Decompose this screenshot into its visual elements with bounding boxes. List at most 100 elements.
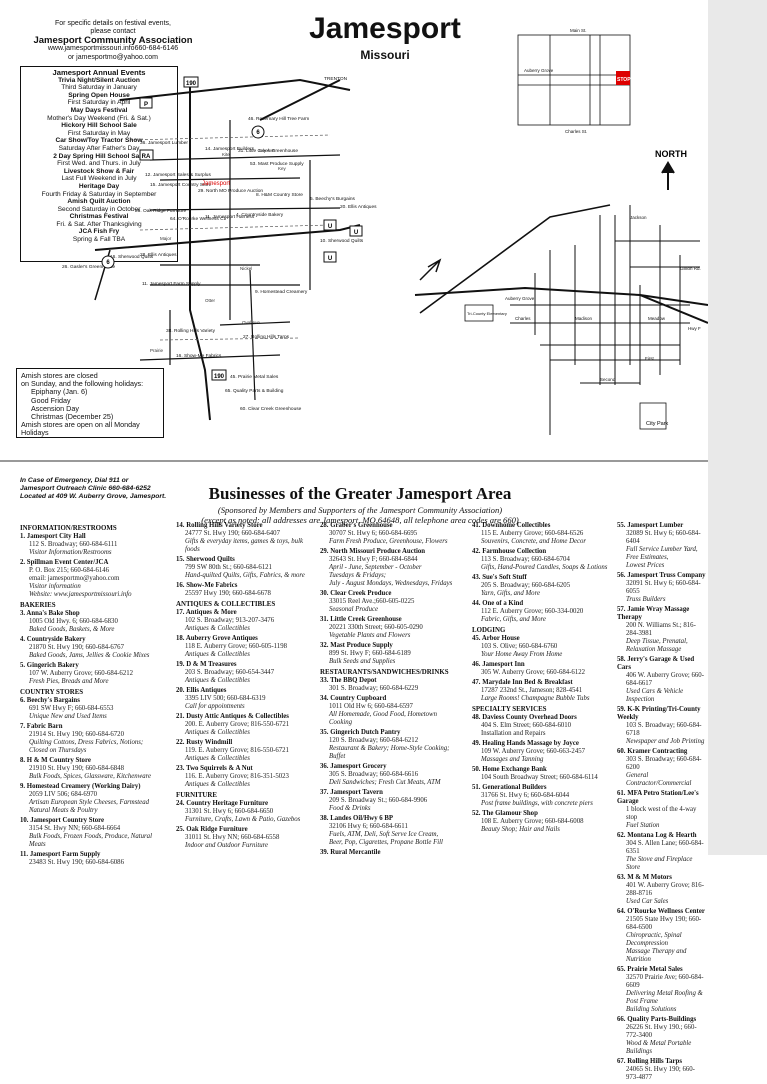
business-name: 17. Antiques & More [176,609,237,616]
place-label: Kite [222,152,230,157]
business-address: 304 S. Allen Lane; 660-684-6351 [626,840,704,855]
business-description: Fresh Pies, Breads and More [29,678,109,685]
map-business-label: 15. Jamesport Country Store [150,182,212,188]
business-address: 109 W. Auberry Grove; 660-663-2457 [481,748,586,755]
map-subtitle: Missouri [360,48,410,62]
business-description: Your Home Away From Home [481,651,563,658]
event-line: Third Saturday in January [61,84,137,92]
business-name: 66. Quality Parts-Buildings [617,1016,697,1023]
business-description: General Contractor/Commercial [626,772,692,787]
street-label: Auberry Grove [524,68,554,73]
business-address: 118 E. Auberry Grove; 660-605-1198 [185,643,287,650]
business-address: 404 S. Elm Street; 660-684-6010 [481,722,572,729]
business-description: Artisan European Style Cheeses, Farmstea… [29,799,149,806]
business-address: 406 W. Auberry Grove; 660-684-6617 [626,672,704,687]
amish-note-line: Holidays [21,428,49,438]
business-description: Used Car Sales [626,898,669,905]
business-description: Website: www.jamesportmissouri.info [29,591,132,598]
stop-sign-label: STOP [617,77,631,83]
business-address: 112 E. Auberry Grove; 660-334-0020 [481,608,584,615]
street-label: Second [600,377,616,382]
business-description: Post frame buildings, with concrete pier… [481,800,593,807]
business-name: 2. Spillman Event Center/JCA [20,559,109,566]
business-description: Delivering Metal Roofing & Post Frame [626,990,703,1005]
business-description: Antiques & Collectibles [185,781,250,788]
business-address: 24777 St. Hwy 190; 660-684-6407 [185,530,280,537]
business-description: Antiques & Collectibles [185,625,250,632]
business-address: 119. E. Auberry Grove; 816-550-6721 [185,747,289,754]
event-line: First Wed. and Thurs. in July [57,160,141,168]
jamesport-town-label: Jamesport [202,181,230,187]
businesses-subtitle: (Sponsored by Members and Supporters of … [150,505,570,525]
business-description: Furniture, Crafts, Lawn & Patio, Gazebos [185,816,301,823]
highway-190-shield: 190 [214,374,225,380]
event-line: Mother's Day Weekend (Fri. & Sat.) [47,114,151,122]
business-name: 55. Jamesport Lumber [617,522,684,529]
business-name: 25. Oak Ridge Furniture [176,826,248,833]
place-label: Key [278,166,287,171]
business-name: 43. Sue's Soft Stuff [472,574,527,581]
event-line: JCA Fish Fry [78,228,120,236]
map-business-label: 46. Rosemary Hill Tree Farm [248,116,309,122]
business-name: 1. Jamesport City Hall [20,533,86,540]
business-description: Deep Tissue, Prenatal, Relaxation Massag… [626,638,688,653]
business-name: 8. H & M Country Store [20,757,91,764]
business-address: 32106 Hwy 6; 660-684-6611 [329,823,408,830]
event-line: Hickory Hill School Sale [61,122,137,130]
business-address: 401 W. Auberry Grove; 816-288-8716 [626,882,704,897]
business-description: Antiques & Collectibles [185,729,250,736]
route-u-shield: U [328,256,332,262]
business-name: 20. Ellis Antiques [176,687,227,694]
business-name: 62. Montana Log & Hearth [617,832,697,839]
business-address: 17287 232nd St., Jameson; 828-4541 [481,687,583,694]
old-highway-6 [419,204,611,314]
business-description: Antiques & Collectibles [185,677,250,684]
business-address: 691 SW Hwy F; 660-684-6553 [29,705,114,712]
trenton-label: TRENTON [324,76,348,82]
business-name: 45. Arbor House [472,635,520,642]
stop-sign-marker [616,71,630,85]
business-address: 303 S. Broadway; 660-684-6200 [626,756,702,771]
business-name: 44. One of a Kind [472,600,524,607]
business-name: 37. Jamesport Tavern [320,789,383,796]
business-name: 21. Dusty Attic Antiques & Collectibles [176,713,289,720]
map-business-label: 36. Jamesport Lumber [140,140,188,146]
business-name: 51. Generational Builders [472,784,547,791]
business-description: Indoor and Outdoor Furniture [185,842,269,849]
business-address: 103 S. Olive; 660-684-6760 [481,643,558,650]
amish-note-line: on Sunday, and the following holidays: [21,379,144,389]
street-label: Charles St. [565,129,587,134]
highway-6-shield: 6 [256,130,260,136]
event-line: Fourth Friday & Saturday in September [41,190,157,198]
business-description: Seasonal Produce [329,606,379,613]
route-p-shield: P [144,102,148,108]
business-address: 23483 St. Hwy 190; 660-684-6086 [29,859,124,866]
business-description: April - June, September - October [329,564,422,571]
business-address: 21870 St. Hwy 190; 660-684-6767 [29,644,124,651]
contact-line: For specific details on festival events, [55,20,171,27]
business-address: 21914 St. Hwy 190; 660-684-6720 [29,731,124,738]
business-name: 52. The Glamour Shop [472,810,538,817]
business-address: P. O. Box 215; 660-684-6146 [29,567,110,574]
business-description: Farm Fresh Produce, Greenhouse, Flowers [329,538,448,545]
street-label: Jackson [630,215,647,220]
street-label: First [645,356,654,361]
business-address: 2059 LIV 506; 684-6970 [29,791,98,798]
business-name: 59. K-K Printing/Tri-County Weekly [617,706,701,721]
business-name: 28. Graber's Greenhouse [320,522,393,529]
